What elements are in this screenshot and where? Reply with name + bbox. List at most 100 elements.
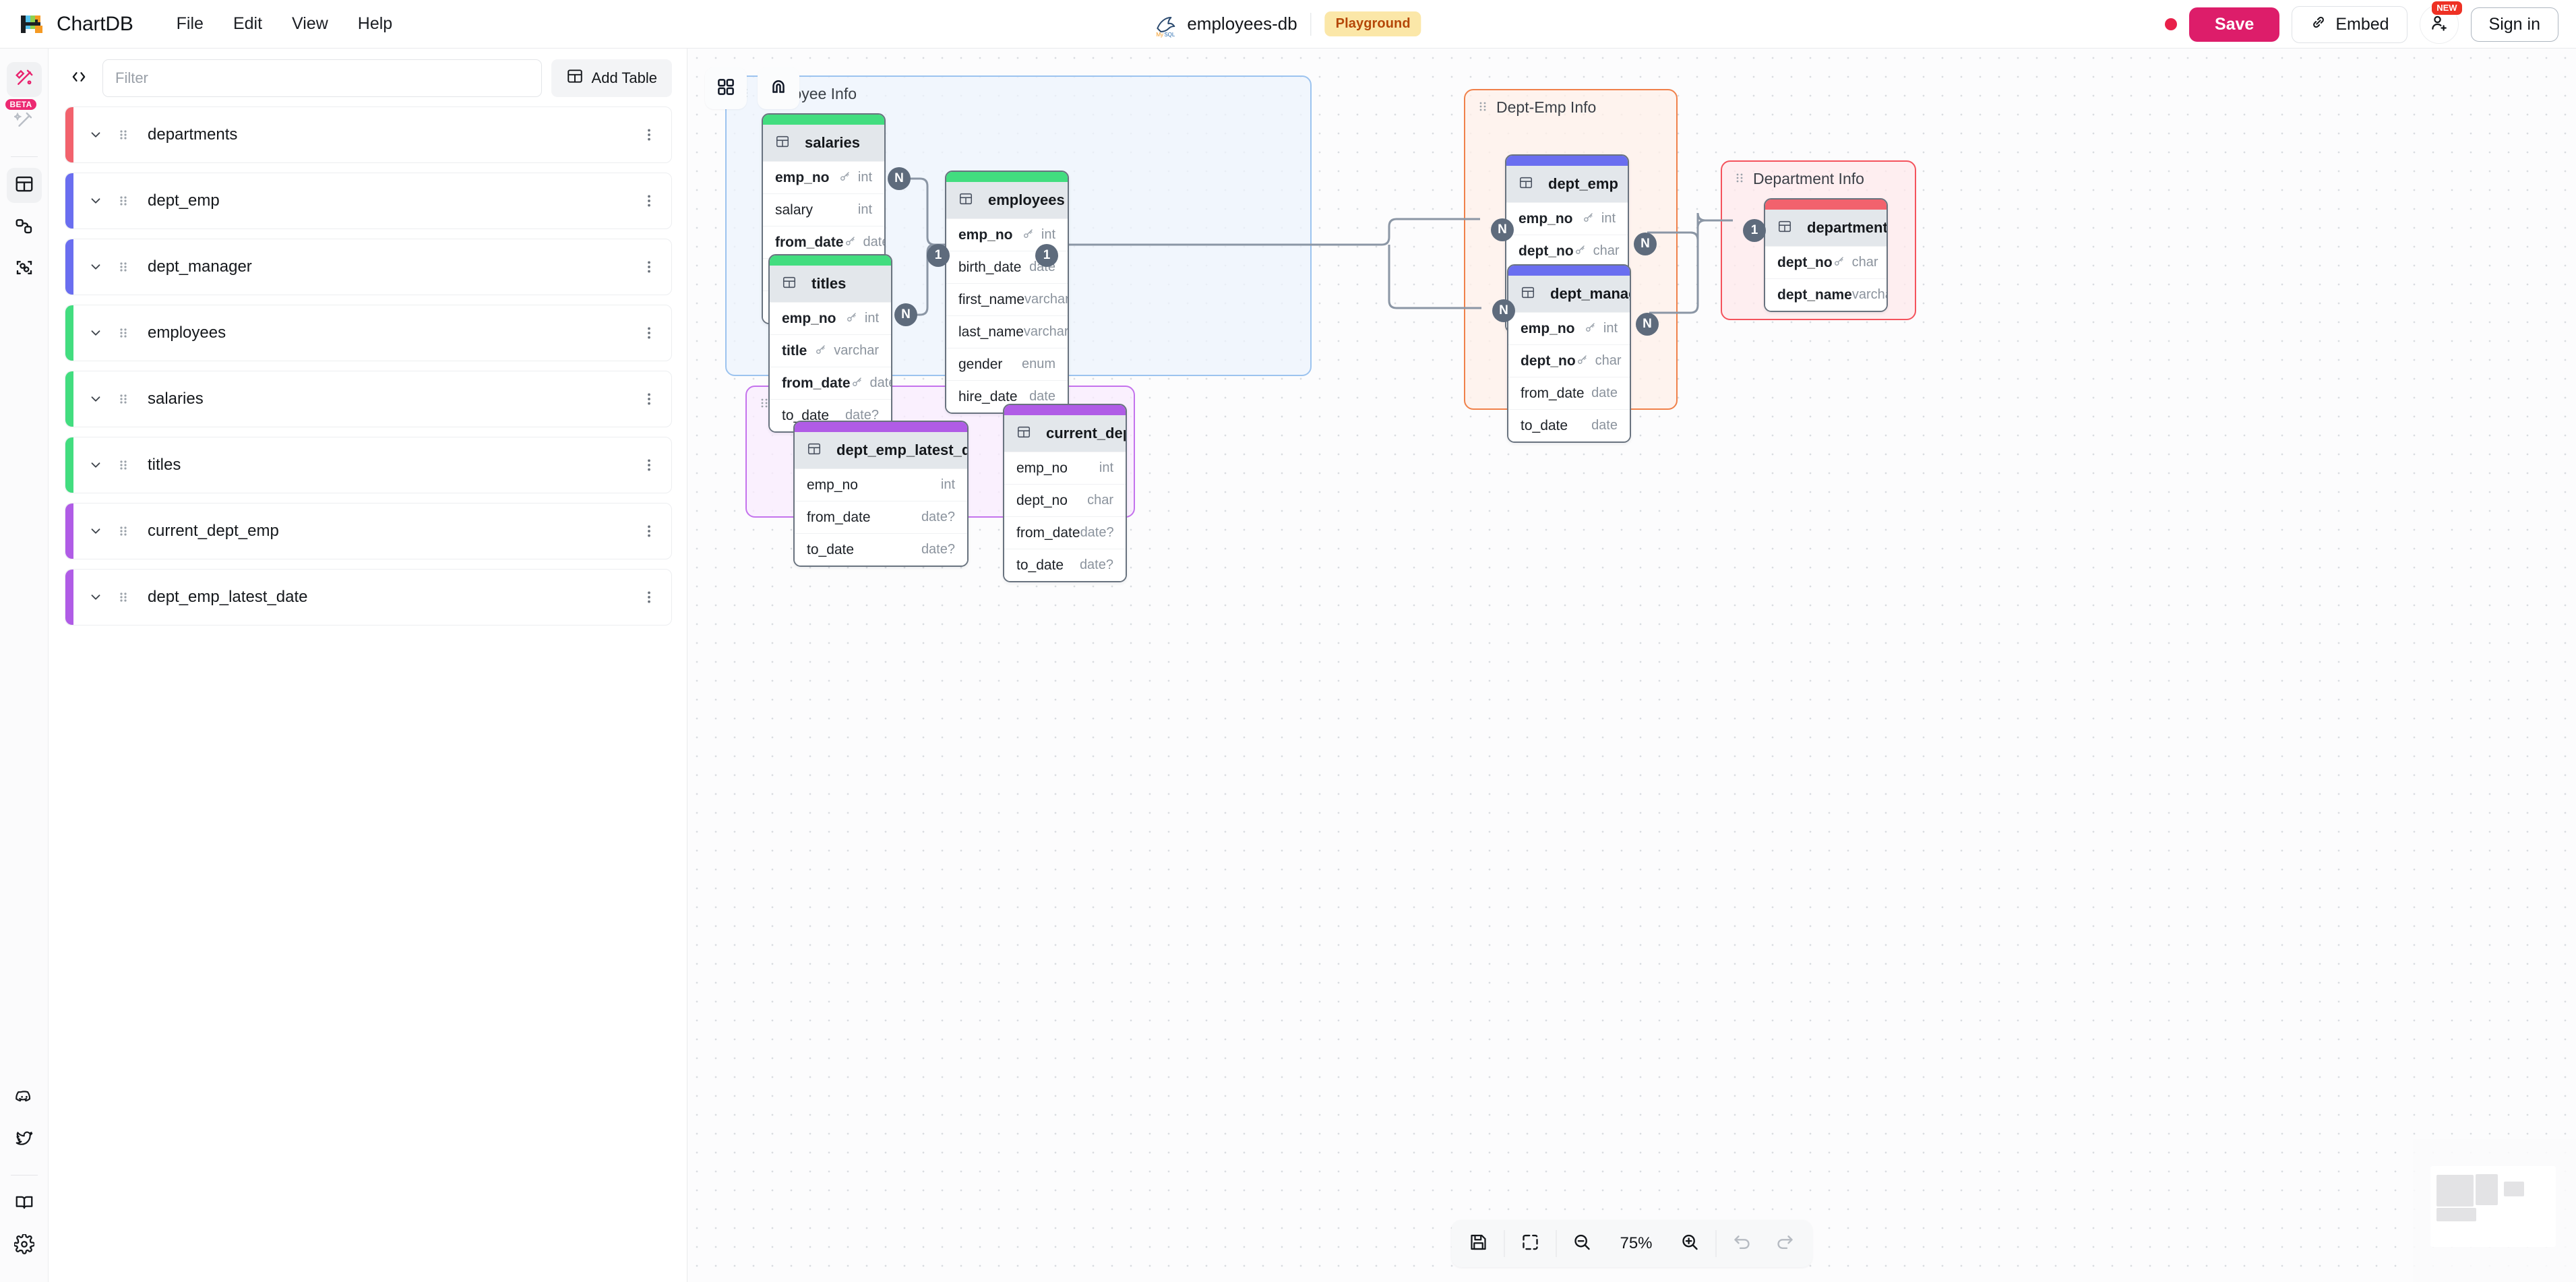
table-header[interactable]: titles — [770, 266, 891, 302]
grip-dots-icon[interactable] — [117, 590, 130, 604]
grip-dots-icon[interactable] — [759, 395, 770, 413]
sidebar-item-dependencies[interactable] — [7, 251, 42, 286]
save-diagram-button[interactable] — [1457, 1225, 1500, 1262]
more-vertical-icon[interactable] — [642, 524, 656, 539]
discord-link[interactable] — [7, 1080, 42, 1116]
grid-layout-button[interactable] — [705, 67, 747, 109]
menu-item-help[interactable]: Help — [357, 14, 393, 33]
zoom-out-button[interactable] — [1561, 1225, 1604, 1262]
grip-dots-icon[interactable] — [117, 260, 130, 274]
table-list-item[interactable]: dept_emp_latest_date — [65, 569, 672, 625]
code-view-button[interactable] — [65, 64, 93, 92]
search-input[interactable] — [102, 59, 542, 97]
table-list-item[interactable]: dept_emp — [65, 173, 672, 229]
settings-button[interactable] — [7, 1228, 42, 1263]
sidebar-item-editor[interactable] — [6, 62, 42, 97]
magnet-snap-button[interactable] — [758, 67, 799, 109]
chevron-down-icon[interactable] — [88, 392, 103, 406]
page-title[interactable]: employees-db — [1187, 13, 1297, 34]
grip-dots-icon[interactable] — [117, 128, 130, 142]
minimap-viewport[interactable] — [2430, 1166, 2556, 1247]
table-header[interactable]: dept_manager — [1508, 276, 1630, 312]
table-header[interactable]: dept_emp — [1506, 166, 1628, 202]
table-list-item[interactable]: employees — [65, 305, 672, 361]
chevron-down-icon[interactable] — [88, 590, 103, 605]
zoom-level-label[interactable]: 75% — [1620, 1234, 1653, 1252]
chevron-down-icon[interactable] — [88, 193, 103, 208]
documentation-link[interactable] — [7, 1186, 42, 1221]
more-vertical-icon[interactable] — [642, 458, 656, 472]
table-header[interactable]: current_dept_emp — [1004, 415, 1126, 452]
grip-dots-icon[interactable] — [117, 392, 130, 406]
redo-button[interactable] — [1764, 1225, 1807, 1262]
sidebar-item-relationships[interactable] — [7, 210, 42, 245]
table-header[interactable]: employees — [946, 182, 1068, 218]
table-list-item[interactable]: departments — [65, 106, 672, 163]
grip-dots-icon[interactable] — [117, 194, 130, 208]
more-vertical-icon[interactable] — [642, 590, 656, 605]
table-header[interactable]: departments — [1765, 210, 1887, 246]
chevron-down-icon[interactable] — [88, 127, 103, 142]
diagram-table-dept_emp_latest_date[interactable]: dept_emp_latest_dateemp_nointfrom_dateda… — [793, 421, 969, 567]
grip-dots-icon[interactable] — [117, 326, 130, 340]
chevron-down-icon[interactable] — [88, 524, 103, 539]
more-vertical-icon[interactable] — [642, 193, 656, 208]
diagram-table-current_dept_emp[interactable]: current_dept_empemp_nointdept_nocharfrom… — [1003, 404, 1127, 582]
undo-button[interactable] — [1721, 1225, 1764, 1262]
more-vertical-icon[interactable] — [642, 392, 656, 406]
grip-dots-icon[interactable] — [117, 458, 130, 472]
grip-dots-icon[interactable] — [1477, 98, 1488, 117]
table-header[interactable]: salaries — [763, 125, 884, 161]
user-account-button[interactable]: NEW — [2419, 1, 2462, 44]
signin-button[interactable]: Sign in — [2470, 7, 2558, 42]
grip-dots-icon[interactable] — [1734, 170, 1745, 188]
table-list-item[interactable]: dept_manager — [65, 239, 672, 295]
more-vertical-icon[interactable] — [642, 326, 656, 340]
menu-item-view[interactable]: View — [292, 14, 328, 33]
sidebar-item-ai-beta[interactable]: BETA — [5, 99, 42, 139]
menu-item-edit[interactable]: Edit — [233, 14, 263, 33]
table-header[interactable]: dept_emp_latest_date — [795, 432, 967, 468]
sidebar-item-tables[interactable] — [6, 168, 42, 203]
chevron-down-icon[interactable] — [88, 326, 103, 340]
zoom-in-button[interactable] — [1669, 1225, 1712, 1262]
embed-button[interactable]: Embed — [2292, 5, 2408, 43]
grip-dots-icon[interactable] — [117, 524, 130, 538]
chevron-down-icon[interactable] — [88, 458, 103, 472]
brand-logo[interactable]: ChartDB — [19, 10, 133, 38]
diagram-table-dept_manager[interactable]: dept_manageremp_nointdept_nocharfrom_dat… — [1507, 264, 1631, 443]
add-table-button[interactable]: Add Table — [551, 59, 672, 97]
table-list-item[interactable]: titles — [65, 437, 672, 493]
table-list-item[interactable]: current_dept_emp — [65, 503, 672, 559]
more-vertical-icon[interactable] — [642, 127, 656, 142]
chevron-down-icon[interactable] — [88, 260, 103, 274]
table-list-item[interactable]: salaries — [65, 371, 672, 427]
minimap[interactable] — [2413, 1139, 2576, 1282]
more-vertical-icon[interactable] — [642, 260, 656, 274]
menu-item-file[interactable]: File — [176, 14, 204, 33]
